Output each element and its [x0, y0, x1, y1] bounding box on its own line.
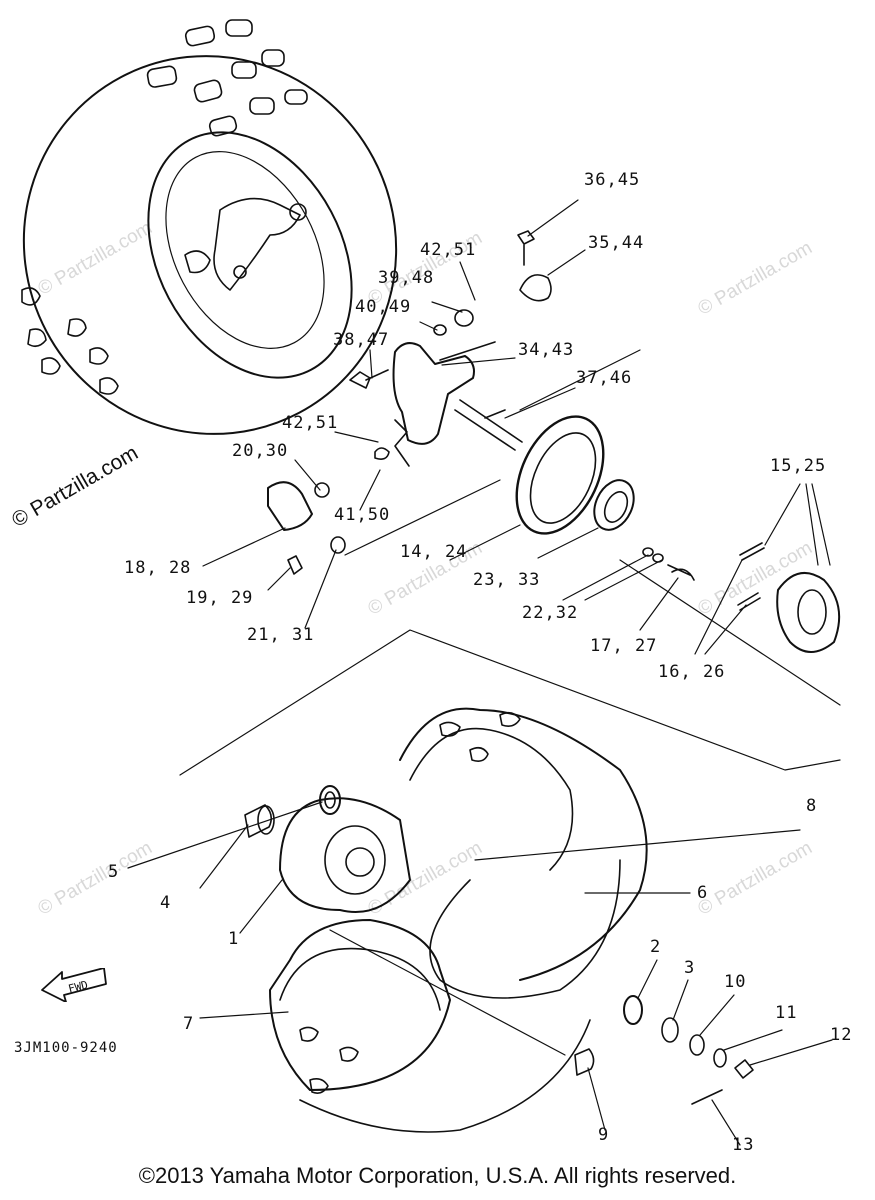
callout-37-46: 37,46 [576, 368, 633, 388]
callout-6: 6 [697, 883, 709, 903]
drawing-code: 3JM100-9240 [14, 1040, 118, 1056]
callout-4: 4 [160, 893, 172, 913]
callout-5: 5 [108, 862, 120, 882]
copyright-notice: ©2013 Yamaha Motor Corporation, U.S.A. A… [138, 1163, 737, 1188]
callout-21-31: 21, 31 [247, 625, 315, 645]
callout-42-51: 42,51 [420, 240, 477, 260]
callout-9: 9 [598, 1125, 610, 1145]
callout-12: 12 [830, 1025, 853, 1045]
callout-14-24: 14, 24 [400, 542, 468, 562]
top-tire-drawing [21, 19, 398, 435]
callout-40-49: 40,49 [355, 297, 412, 317]
callout-17-27: 17, 27 [590, 636, 658, 656]
callout-20-30: 20,30 [232, 441, 289, 461]
fwd-label: FWD [67, 978, 89, 995]
callout-39-48: 39,48 [378, 268, 435, 288]
callout-11: 11 [775, 1003, 798, 1023]
forward-arrow-icon: FWD [41, 968, 107, 1002]
callout-13: 13 [732, 1135, 755, 1155]
callout-36-45: 36,45 [584, 170, 641, 190]
callout-35-44: 35,44 [588, 233, 645, 253]
callout-34-43: 34,43 [518, 340, 575, 360]
callout-15-25: 15,25 [770, 456, 827, 476]
callout-23-33: 23, 33 [473, 570, 541, 590]
callout-8: 8 [806, 796, 818, 816]
callout-1: 1 [228, 929, 240, 949]
callout-38-47: 38,47 [333, 330, 390, 350]
lower-wheel-drawing [244, 707, 754, 1133]
callout-18-28: 18, 28 [124, 558, 192, 578]
callout-10: 10 [724, 972, 747, 992]
callout-3: 3 [684, 958, 696, 978]
callout-16-26: 16, 26 [658, 662, 726, 682]
callout-42-51: 42,51 [282, 413, 339, 433]
knuckle-assembly-drawing [267, 230, 841, 653]
assembly-lines [179, 349, 841, 776]
callout-41-50: 41,50 [334, 505, 391, 525]
callout-19-29: 19, 29 [186, 588, 254, 608]
callout-7: 7 [183, 1014, 195, 1034]
callout-22-32: 22,32 [522, 603, 579, 623]
leader-lines [127, 199, 833, 1146]
callout-2: 2 [650, 937, 662, 957]
